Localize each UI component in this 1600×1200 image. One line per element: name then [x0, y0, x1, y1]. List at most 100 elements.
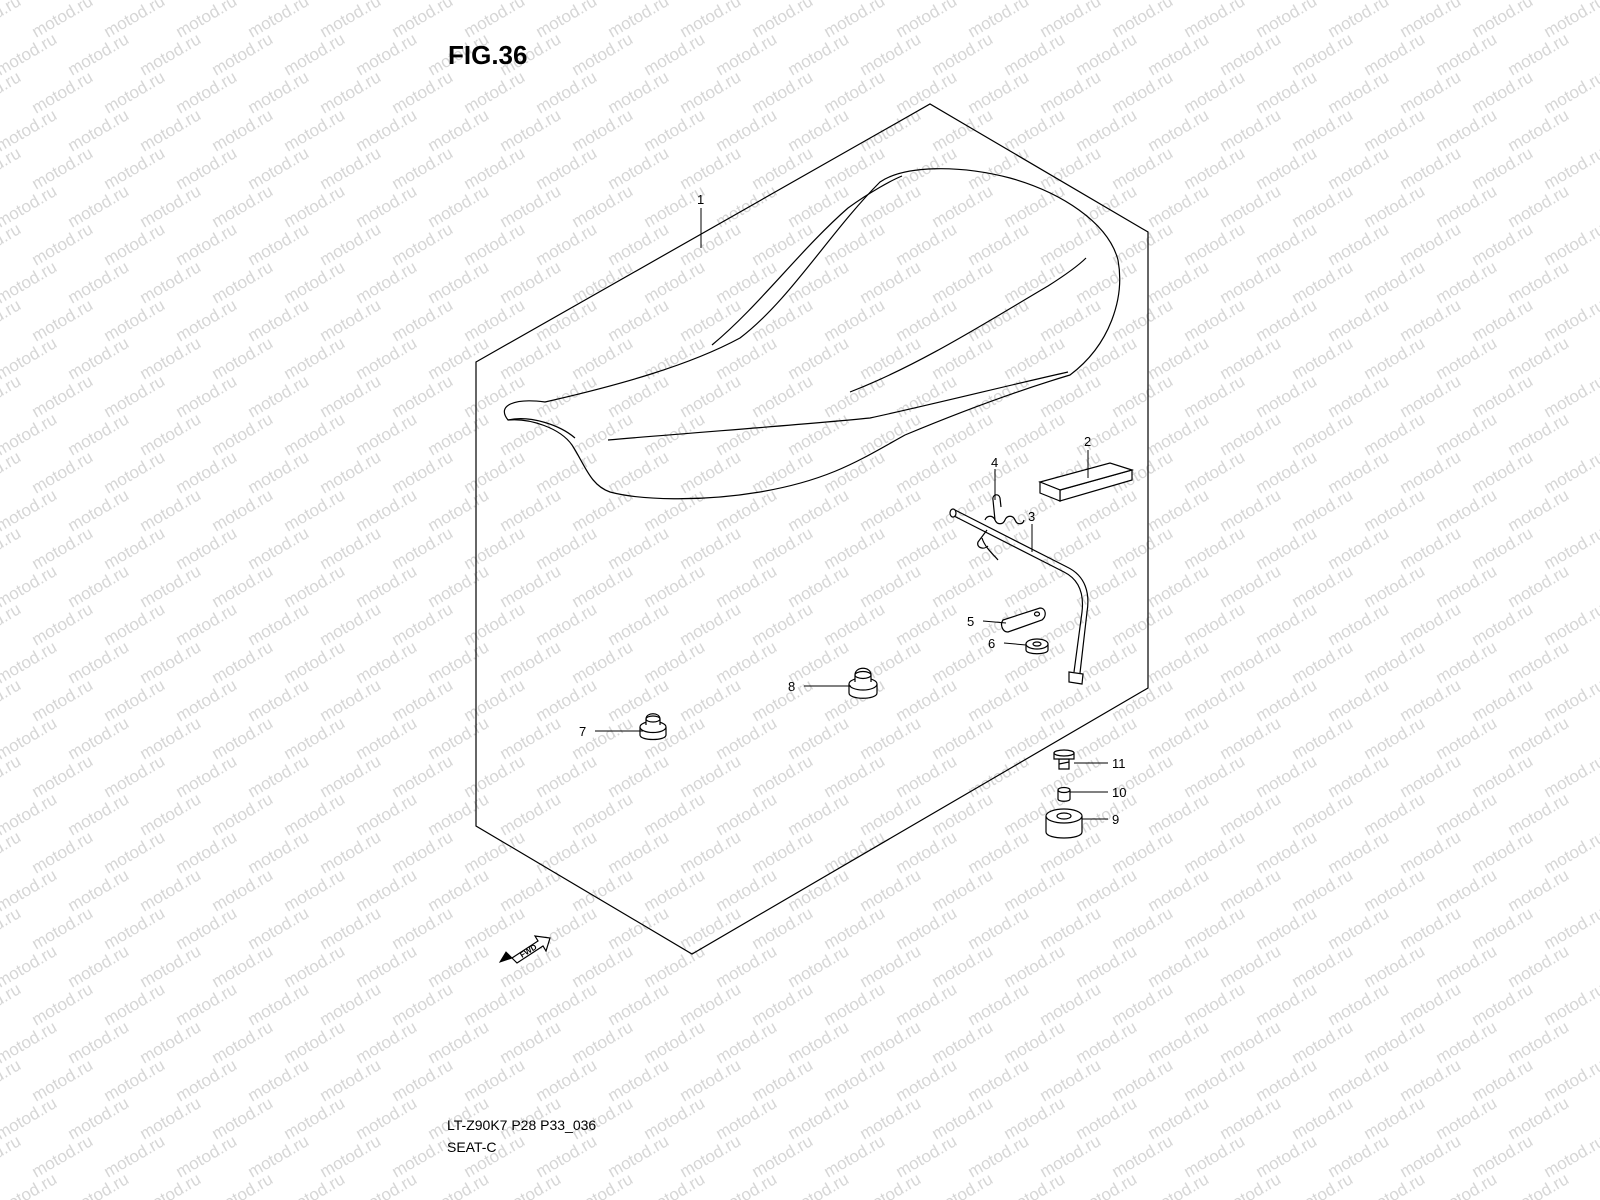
watermark-text: motod.ru — [353, 561, 421, 611]
watermark-text: motod.ru — [317, 1131, 385, 1181]
cushion-part-7[interactable] — [639, 713, 667, 741]
pad-part[interactable] — [1038, 462, 1135, 502]
watermark-text: motod.ru — [1253, 979, 1321, 1029]
watermark-text: motod.ru — [173, 1055, 241, 1105]
watermark-text: motod.ru — [821, 903, 889, 953]
watermark-text: motod.ru — [65, 485, 133, 535]
watermark-text: motod.ru — [1289, 637, 1357, 687]
watermark-text: motod.ru — [677, 67, 745, 117]
watermark-text: motod.ru — [1361, 1017, 1429, 1067]
watermark-text: motod.ru — [821, 751, 889, 801]
callout-7[interactable]: 7 — [579, 724, 586, 739]
watermark-text: motod.ru — [1037, 1055, 1105, 1105]
watermark-text: motod.ru — [1469, 599, 1537, 649]
cushion-part-8[interactable] — [848, 667, 878, 699]
watermark-text: motod.ru — [641, 637, 709, 687]
watermark-text: motod.ru — [1505, 409, 1573, 459]
watermark-text: motod.ru — [893, 371, 961, 421]
callout-3[interactable]: 3 — [1028, 509, 1035, 524]
watermark-text: motod.ru — [497, 1169, 565, 1200]
watermark-text: motod.ru — [929, 713, 997, 763]
watermark-text: motod.ru — [893, 523, 961, 573]
watermark-text: motod.ru — [245, 979, 313, 1029]
callout-9[interactable]: 9 — [1112, 812, 1119, 827]
watermark-text: motod.ru — [749, 675, 817, 725]
callout-5[interactable]: 5 — [967, 614, 974, 629]
watermark-text: motod.ru — [245, 751, 313, 801]
callout-8[interactable]: 8 — [788, 679, 795, 694]
watermark-text: motod.ru — [1505, 561, 1573, 611]
watermark-text: motod.ru — [821, 1131, 889, 1181]
watermark-text: motod.ru — [533, 523, 601, 573]
callout-6[interactable]: 6 — [988, 636, 995, 651]
watermark-text: motod.ru — [497, 333, 565, 383]
callout-2[interactable]: 2 — [1084, 434, 1091, 449]
watermark-text: motod.ru — [857, 181, 925, 231]
watermark-text: motod.ru — [1469, 827, 1537, 877]
cushion-part-9[interactable] — [1045, 808, 1083, 839]
watermark-text: motod.ru — [0, 1055, 24, 1105]
watermark-text: motod.ru — [1541, 979, 1600, 1029]
watermark-text: motod.ru — [461, 903, 529, 953]
watermark-text: motod.ru — [569, 941, 637, 991]
watermark-text: motod.ru — [1361, 181, 1429, 231]
bolt-part[interactable] — [1053, 749, 1075, 770]
watermark-text: motod.ru — [0, 0, 24, 41]
watermark-text: motod.ru — [317, 675, 385, 725]
watermark-text: motod.ru — [965, 751, 1033, 801]
watermark-text: motod.ru — [785, 865, 853, 915]
watermark-text: motod.ru — [713, 789, 781, 839]
watermark-text: motod.ru — [785, 29, 853, 79]
watermark-text: motod.ru — [713, 105, 781, 155]
watermark-text: motod.ru — [0, 599, 24, 649]
watermark-text: motod.ru — [929, 29, 997, 79]
watermark-text: motod.ru — [137, 409, 205, 459]
lock-rod-part[interactable] — [949, 508, 1089, 685]
spacer-part[interactable] — [1057, 786, 1071, 802]
watermark-text: motod.ru — [1109, 903, 1177, 953]
watermark-text: motod.ru — [281, 181, 349, 231]
watermark-text: motod.ru — [353, 333, 421, 383]
watermark-text: motod.ru — [1433, 789, 1501, 839]
watermark-text: motod.ru — [929, 1017, 997, 1067]
watermark-text: motod.ru — [1325, 1055, 1393, 1105]
watermark-text: motod.ru — [281, 1017, 349, 1067]
watermark-text: motod.ru — [245, 827, 313, 877]
watermark-text: motod.ru — [677, 903, 745, 953]
watermark-text: motod.ru — [281, 561, 349, 611]
watermark-text: motod.ru — [1145, 713, 1213, 763]
callout-4[interactable]: 4 — [991, 455, 998, 470]
seat-part[interactable] — [503, 168, 1121, 500]
watermark-text: motod.ru — [713, 1093, 781, 1143]
watermark-text: motod.ru — [1469, 219, 1537, 269]
watermark-text: motod.ru — [1361, 485, 1429, 535]
watermark-text: motod.ru — [641, 865, 709, 915]
callout-1[interactable]: 1 — [697, 192, 704, 207]
watermark-text: motod.ru — [1469, 371, 1537, 421]
watermark-text: motod.ru — [641, 789, 709, 839]
watermark-text: motod.ru — [281, 105, 349, 155]
callout-11[interactable]: 11 — [1112, 756, 1126, 771]
watermark-text: motod.ru — [1037, 523, 1105, 573]
watermark-text: motod.ru — [605, 675, 673, 725]
watermark-text: motod.ru — [1505, 637, 1573, 687]
callout-10[interactable]: 10 — [1112, 785, 1126, 800]
watermark-text: motod.ru — [1253, 599, 1321, 649]
watermark-text: motod.ru — [569, 865, 637, 915]
watermark-text: motod.ru — [1541, 751, 1600, 801]
watermark-text: motod.ru — [173, 1131, 241, 1181]
watermark-text: motod.ru — [425, 409, 493, 459]
spring-part[interactable] — [977, 494, 1025, 561]
watermark-text: motod.ru — [425, 713, 493, 763]
watermark-text: motod.ru — [425, 865, 493, 915]
watermark-text: motod.ru — [533, 295, 601, 345]
watermark-text: motod.ru — [0, 675, 24, 725]
plate-part[interactable] — [1001, 607, 1046, 633]
watermark-text: motod.ru — [1109, 523, 1177, 573]
watermark-text: motod.ru — [1073, 181, 1141, 231]
watermark-text: motod.ru — [461, 675, 529, 725]
nut-part[interactable] — [1025, 638, 1049, 655]
watermark-text: motod.ru — [1361, 409, 1429, 459]
watermark-text: motod.ru — [209, 181, 277, 231]
watermark-text: motod.ru — [389, 1131, 457, 1181]
